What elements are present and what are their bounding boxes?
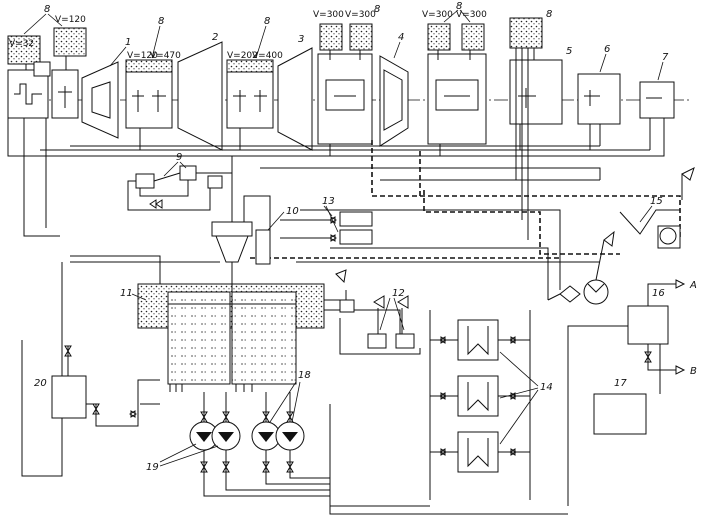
oil-headers xyxy=(7,48,665,300)
turbine-4 xyxy=(379,55,409,147)
label-16: 16 xyxy=(652,288,665,299)
label-3: 3 xyxy=(298,34,304,45)
label-8-c: 8 xyxy=(264,16,270,27)
label-8-a: 8 xyxy=(44,4,50,15)
label-9: 9 xyxy=(176,152,182,163)
label-8-d: 8 xyxy=(374,4,380,15)
tank-v300a-label: V=300 xyxy=(313,10,344,20)
unit-7 xyxy=(639,81,675,119)
label-12: 12 xyxy=(392,288,405,299)
tank-v32 xyxy=(7,35,41,65)
output-a-label: A xyxy=(689,280,697,291)
bearing-housing-2 xyxy=(226,71,274,129)
group-9: 9 xyxy=(127,152,233,211)
unit-10: 10 xyxy=(211,156,299,265)
label-4: 4 xyxy=(398,32,404,43)
tank-right xyxy=(509,17,543,49)
vapour-line xyxy=(371,140,421,197)
label-19: 19 xyxy=(146,462,159,473)
group-15: 15 xyxy=(619,167,695,249)
tank-v300-d xyxy=(461,23,485,51)
group-13: 13 xyxy=(280,196,373,245)
group-12: 12 xyxy=(335,269,421,355)
tank-v300-b xyxy=(349,23,373,51)
unit-6 xyxy=(577,73,621,125)
label-18: 18 xyxy=(298,370,311,381)
unit-17 xyxy=(593,393,647,435)
tank-v120-a-label: V=120 xyxy=(55,15,86,25)
label-20: 20 xyxy=(34,378,47,389)
label-11: 11 xyxy=(120,288,133,299)
tank-v300c-label: V=300 xyxy=(422,10,453,20)
tank-v120-b-label: V=120 xyxy=(127,51,158,61)
unit-20: 20 xyxy=(34,345,160,427)
compressor-2 xyxy=(177,41,223,151)
pumps: 18 19 xyxy=(146,370,568,515)
label-10: 10 xyxy=(286,206,299,217)
tank-v470-label: V=470 xyxy=(150,51,181,61)
vapour-line-3 xyxy=(423,190,620,255)
compressor-3 xyxy=(277,47,313,151)
tank-body-b xyxy=(231,291,297,385)
label-17: 17 xyxy=(614,378,627,389)
tank-v300-c xyxy=(427,23,451,51)
bearing-housing-4 xyxy=(427,53,487,145)
tank-v300b-label: V=300 xyxy=(345,10,376,20)
label-13: 13 xyxy=(322,196,335,207)
tank-v120-a xyxy=(53,27,87,57)
tank-body-a xyxy=(167,291,231,385)
label-15: 15 xyxy=(650,196,663,207)
tank-v202-label: V=202 xyxy=(227,51,258,61)
label-14: 14 xyxy=(540,382,553,393)
label-5: 5 xyxy=(566,46,572,57)
label-6: 6 xyxy=(604,44,610,55)
bearing-housing-1 xyxy=(125,71,173,129)
unit-5 xyxy=(509,59,563,125)
filter-fan xyxy=(547,230,615,305)
unit-16 xyxy=(627,305,669,345)
label-8-e: 8 xyxy=(456,1,462,12)
tank-v32-label: V=32 xyxy=(9,39,34,49)
label-2: 2 xyxy=(212,32,218,43)
label-8-f: 8 xyxy=(546,9,552,20)
tank-v300-a xyxy=(319,23,343,51)
vapour-line-2 xyxy=(420,195,681,240)
label-8-b: 8 xyxy=(158,16,164,27)
output-b-label: B xyxy=(690,366,697,377)
coolers-14: 14 xyxy=(429,310,553,500)
bearing-housing-3 xyxy=(317,53,373,145)
oil-tank-11: 11 xyxy=(21,255,600,477)
label-7: 7 xyxy=(662,52,669,63)
label-1: 1 xyxy=(125,37,131,48)
units-16-17: 16 A B 17 xyxy=(567,279,697,506)
tank-v400-label: V=400 xyxy=(252,51,283,61)
tank-v300d-label: V=300 xyxy=(456,10,487,20)
